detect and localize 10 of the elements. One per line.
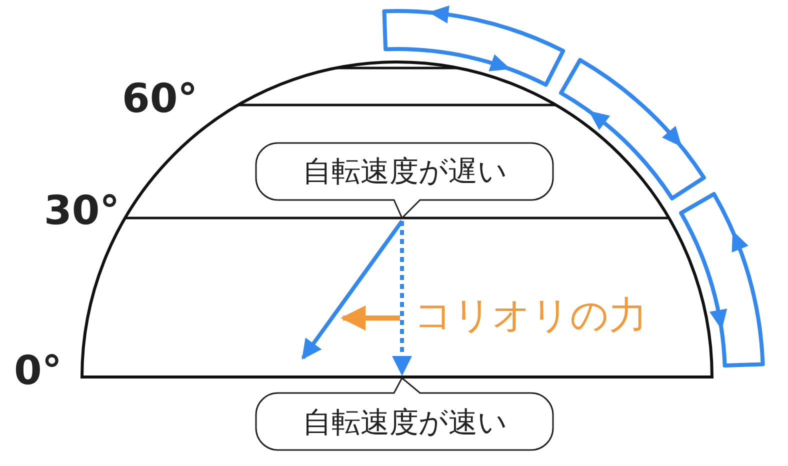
callout-bubble bbox=[255, 377, 555, 451]
latitude-label: 60° bbox=[122, 76, 198, 122]
callout-text: 自転速度が遅い bbox=[302, 153, 508, 190]
arrow bbox=[392, 221, 412, 376]
callout-text: 自転速度が速い bbox=[302, 404, 508, 441]
arrow bbox=[301, 220, 404, 360]
latitude-label: 0° bbox=[14, 348, 62, 394]
callout-bubble bbox=[255, 142, 555, 219]
latitude-label: 30° bbox=[44, 188, 120, 234]
force-label: コリオリの力 bbox=[414, 292, 647, 339]
